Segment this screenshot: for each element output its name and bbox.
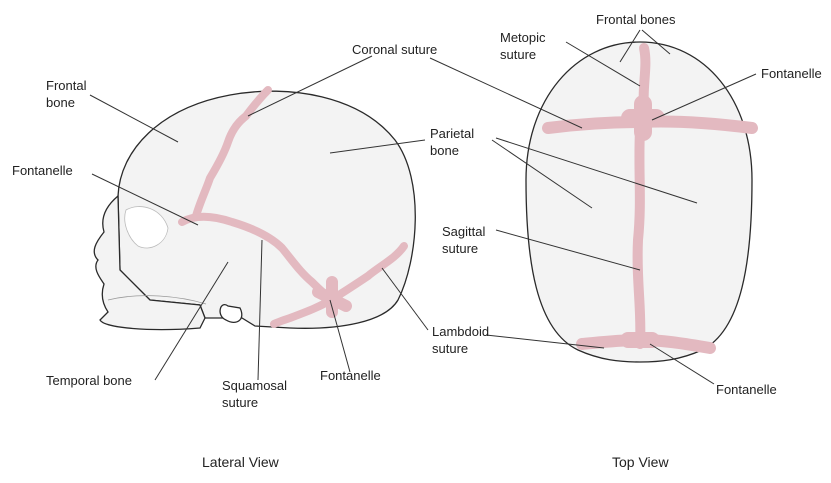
top-sagittal-suture <box>638 130 641 344</box>
label-coronal-suture: Coronal suture <box>352 42 437 57</box>
leader-frontal-bone <box>90 95 178 142</box>
label-temporal-bone: Temporal bone <box>46 373 132 388</box>
label-squamosal-suture: Squamosal suture <box>222 378 291 410</box>
top-view <box>526 42 752 362</box>
label-lambdoid-suture: Lambdoid suture <box>432 324 493 356</box>
lateral-ear <box>220 305 242 323</box>
label-frontal-bone: Frontal bone <box>46 78 90 110</box>
caption-lateral-view: Lateral View <box>202 454 280 470</box>
label-metopic-suture: Metopic suture <box>500 30 549 62</box>
label-fontanelle-anterior-lateral: Fontanelle <box>12 163 73 178</box>
label-fontanelle-posterior-lateral: Fontanelle <box>320 368 381 383</box>
label-frontal-bones: Frontal bones <box>596 12 676 27</box>
lateral-view <box>94 90 415 330</box>
label-sagittal-suture: Sagittal suture <box>442 224 489 256</box>
lateral-cranium <box>118 91 415 328</box>
label-fontanelle-anterior-top: Fontanelle <box>761 66 822 81</box>
label-parietal-bone: Parietal bone <box>430 126 478 158</box>
label-fontanelle-posterior-top: Fontanelle <box>716 382 777 397</box>
caption-top-view: Top View <box>612 454 669 470</box>
